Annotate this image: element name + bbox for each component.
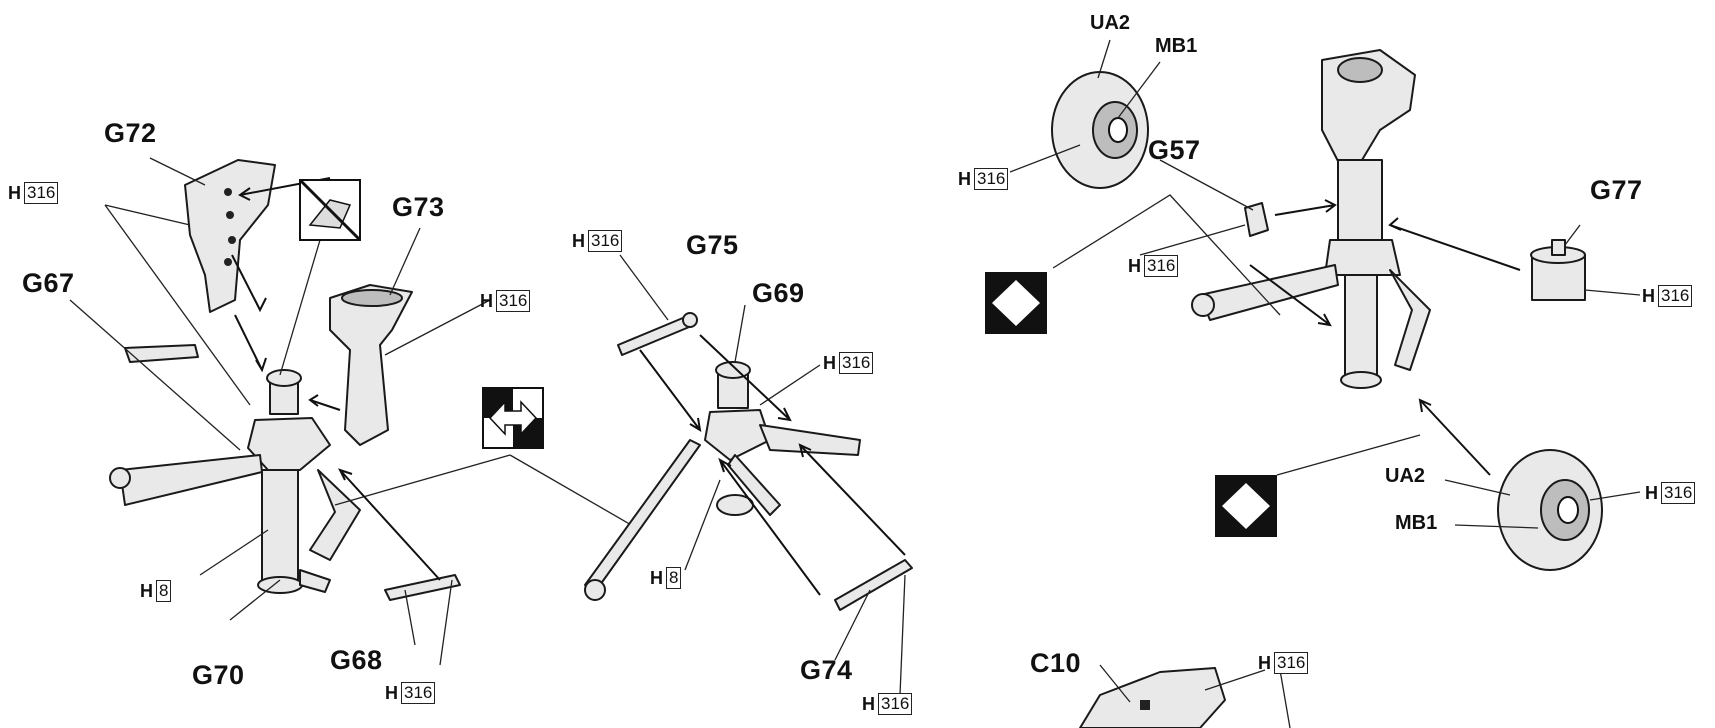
part-label-g57: G57 bbox=[1148, 135, 1201, 165]
no-glue-icon bbox=[298, 178, 362, 242]
movable-both-directions-icon bbox=[482, 387, 544, 449]
diamond-marker-icon bbox=[985, 272, 1047, 334]
middle-landing-gear-assembly bbox=[584, 254, 913, 696]
part-label-mb1-bottom: MB1 bbox=[1395, 512, 1438, 534]
part-label-c10: C10 bbox=[1030, 648, 1082, 678]
left-landing-gear-assembly bbox=[69, 157, 641, 666]
part-label-ua2-top: UA2 bbox=[1090, 12, 1131, 34]
part-label-mb1-top: MB1 bbox=[1155, 35, 1198, 57]
right-landing-gear-assembly bbox=[1009, 39, 1641, 728]
part-label-g74: G74 bbox=[800, 655, 853, 685]
part-label-g69: G69 bbox=[752, 278, 805, 308]
part-label-g70: G70 bbox=[192, 660, 245, 690]
diamond-marker-icon bbox=[1215, 475, 1277, 537]
part-label-ua2-bottom: UA2 bbox=[1385, 465, 1426, 487]
part-label-g73: G73 bbox=[392, 192, 445, 222]
part-label-g75: G75 bbox=[686, 230, 739, 260]
part-label-g68: G68 bbox=[330, 645, 383, 675]
part-label-g72: G72 bbox=[104, 118, 157, 148]
part-label-g77: G77 bbox=[1590, 175, 1643, 205]
part-label-g67: G67 bbox=[22, 268, 75, 298]
